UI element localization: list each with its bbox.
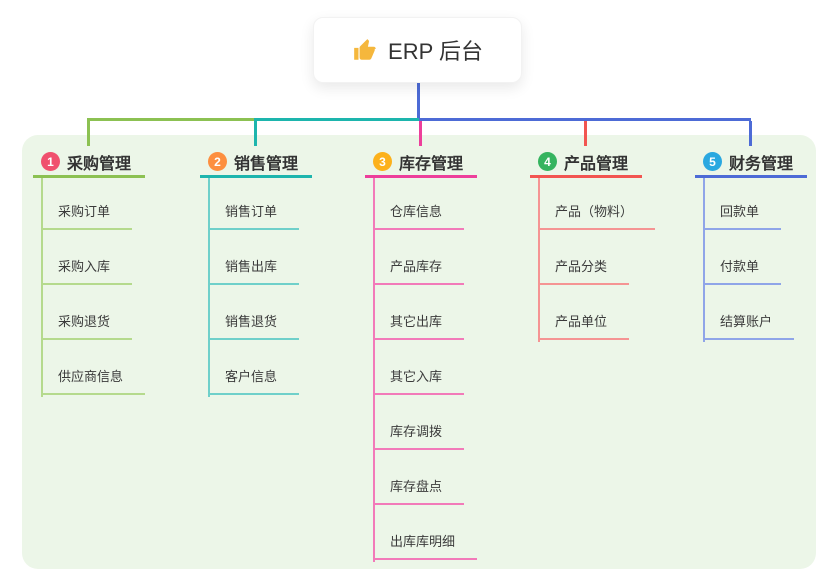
child-node[interactable]: 回款单 bbox=[703, 202, 782, 230]
branch-node[interactable]: 4 产品管理 bbox=[530, 148, 642, 178]
child-node[interactable]: 销售退货 bbox=[208, 312, 300, 340]
child-node[interactable]: 仓库信息 bbox=[373, 202, 465, 230]
branch-number-badge: 1 bbox=[41, 152, 60, 171]
child-node[interactable]: 销售订单 bbox=[208, 202, 300, 230]
child-node[interactable]: 结算账户 bbox=[703, 312, 795, 340]
child-node[interactable]: 库存调拨 bbox=[373, 422, 465, 450]
branch-trunk-line bbox=[41, 178, 43, 397]
branches-panel bbox=[22, 135, 816, 569]
branch-node[interactable]: 2 销售管理 bbox=[200, 148, 312, 178]
child-node[interactable]: 产品库存 bbox=[373, 257, 465, 285]
branch-drop-line bbox=[584, 121, 587, 146]
branch-number-badge: 4 bbox=[538, 152, 557, 171]
child-node[interactable]: 采购退货 bbox=[41, 312, 133, 340]
branch-trunk-line bbox=[373, 178, 375, 562]
branch-label: 库存管理 bbox=[399, 155, 464, 173]
bus-segment-2 bbox=[254, 118, 419, 121]
thumbs-up-icon bbox=[352, 37, 378, 63]
branch-label: 采购管理 bbox=[67, 155, 132, 173]
branch-label: 销售管理 bbox=[234, 155, 299, 173]
root-node[interactable]: ERP 后台 bbox=[313, 17, 522, 83]
root-connector-line bbox=[417, 83, 420, 118]
branch-node[interactable]: 3 库存管理 bbox=[365, 148, 477, 178]
branch-drop-line bbox=[254, 121, 257, 146]
child-node[interactable]: 采购入库 bbox=[41, 257, 133, 285]
branch-trunk-line bbox=[703, 178, 705, 342]
child-node[interactable]: 产品单位 bbox=[538, 312, 630, 340]
branch-number-badge: 3 bbox=[373, 152, 392, 171]
branch-drop-line bbox=[87, 121, 90, 146]
branch-drop-line bbox=[749, 121, 752, 146]
child-node[interactable]: 出库库明细 bbox=[373, 532, 478, 560]
child-node[interactable]: 采购订单 bbox=[41, 202, 133, 230]
child-node[interactable]: 产品（物料） bbox=[538, 202, 656, 230]
child-node[interactable]: 产品分类 bbox=[538, 257, 630, 285]
bus-segment-1 bbox=[87, 118, 255, 121]
branch-drop-line bbox=[419, 121, 422, 146]
branch-label: 产品管理 bbox=[564, 155, 629, 173]
child-node[interactable]: 其它出库 bbox=[373, 312, 465, 340]
child-node[interactable]: 客户信息 bbox=[208, 367, 300, 395]
branch-trunk-line bbox=[538, 178, 540, 342]
root-title: ERP 后台 bbox=[388, 39, 483, 64]
child-node[interactable]: 库存盘点 bbox=[373, 477, 465, 505]
child-node[interactable]: 付款单 bbox=[703, 257, 782, 285]
child-node[interactable]: 其它入库 bbox=[373, 367, 465, 395]
child-node[interactable]: 供应商信息 bbox=[41, 367, 146, 395]
branch-trunk-line bbox=[208, 178, 210, 397]
branch-node[interactable]: 1 采购管理 bbox=[33, 148, 145, 178]
branch-label: 财务管理 bbox=[729, 155, 794, 173]
branch-number-badge: 2 bbox=[208, 152, 227, 171]
bus-segment-3 bbox=[419, 118, 751, 121]
branch-number-badge: 5 bbox=[703, 152, 722, 171]
child-node[interactable]: 销售出库 bbox=[208, 257, 300, 285]
branch-node[interactable]: 5 财务管理 bbox=[695, 148, 807, 178]
